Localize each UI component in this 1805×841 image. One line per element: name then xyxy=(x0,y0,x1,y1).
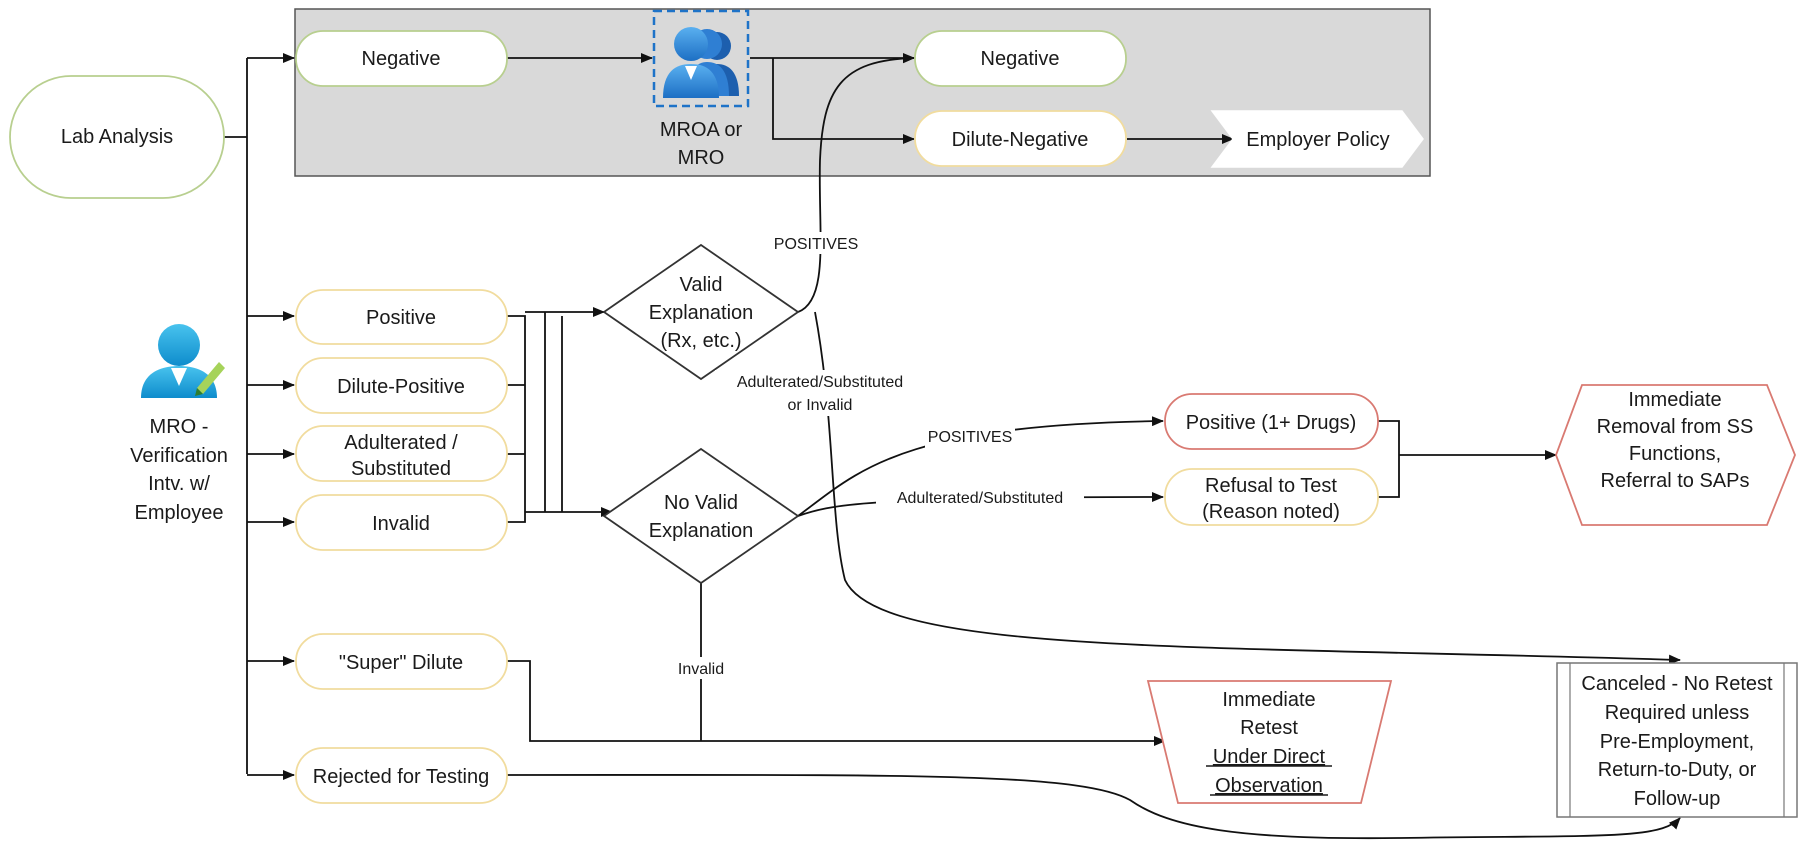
immediate-retest-label-4: Observation xyxy=(1215,775,1323,797)
adulterated-substituted-label-1: Adulterated / xyxy=(344,432,458,454)
positive-drugs-label: Positive (1+ Drugs) xyxy=(1186,412,1357,434)
refusal-to-test-node: Refusal to Test (Reason noted) xyxy=(1164,468,1379,526)
edge-label-adulterated-or-invalid-2: or Invalid xyxy=(788,397,853,414)
valid-explanation-label-3: (Rx, etc.) xyxy=(660,330,741,352)
people-group-icon xyxy=(663,27,739,98)
super-dilute-label: "Super" Dilute xyxy=(339,652,463,674)
edge-label-positives-upper: POSITIVES xyxy=(774,236,858,253)
no-valid-explanation-label-1: No Valid xyxy=(664,492,738,514)
lab-analysis-node: Lab Analysis xyxy=(9,75,225,199)
canceled-label-2: Required unless xyxy=(1605,702,1750,724)
negative-result-label: Negative xyxy=(981,48,1060,70)
immediate-removal-label-3: Functions, xyxy=(1629,443,1721,465)
svg-text:Verification: Verification xyxy=(130,445,228,467)
refusal-to-test-label-2: (Reason noted) xyxy=(1202,501,1340,523)
refusal-to-test-label-1: Refusal to Test xyxy=(1205,475,1337,497)
selection-box xyxy=(652,9,750,108)
dilute-negative-node: Dilute-Negative xyxy=(914,110,1127,167)
super-dilute-node: "Super" Dilute xyxy=(295,633,508,690)
dilute-negative-label: Dilute-Negative xyxy=(952,129,1089,151)
mroa-or-mro-label-2: MRO xyxy=(678,147,725,169)
canceled-label-3: Pre-Employment, xyxy=(1600,731,1755,753)
mroa-or-mro-node: MROA or MRO xyxy=(652,9,750,169)
edge-label-adulterated-substituted: Adulterated/Substituted xyxy=(897,490,1063,507)
edge-label-invalid: Invalid xyxy=(678,661,724,678)
valid-explanation-decision: Valid Explanation (Rx, etc.) xyxy=(602,243,800,381)
adulterated-substituted-node: Adulterated / Substituted xyxy=(295,425,508,482)
immediate-retest-label-1: Immediate xyxy=(1222,689,1315,711)
valid-explanation-label-1: Valid xyxy=(680,274,723,296)
svg-text:MRO -: MRO - xyxy=(150,416,209,438)
immediate-removal-node: Immediate Removal from SS Functions, Ref… xyxy=(1555,384,1796,526)
canceled-label-1: Canceled - No Retest xyxy=(1581,673,1773,695)
rejected-for-testing-node: Rejected for Testing xyxy=(295,747,508,804)
edge-label-positives-lower: POSITIVES xyxy=(928,429,1012,446)
immediate-removal-label-1: Immediate xyxy=(1628,389,1721,411)
mro-verification-label: MRO - Verification Intv. w/ Employee xyxy=(130,416,228,524)
dilute-positive-node: Dilute-Positive xyxy=(295,357,508,414)
lab-analysis-label: Lab Analysis xyxy=(61,126,173,148)
immediate-removal-label-2: Removal from SS xyxy=(1597,416,1754,438)
positive-label: Positive xyxy=(366,307,436,329)
immediate-retest-node: Immediate Retest Under Direct Observatio… xyxy=(1146,680,1393,804)
negative-lab-label: Negative xyxy=(362,48,441,70)
rejected-for-testing-label: Rejected for Testing xyxy=(313,766,489,788)
edge-labels: POSITIVES Adulterated/Substituted or Inv… xyxy=(667,232,1084,679)
employer-policy-node: Employer Policy xyxy=(1210,110,1424,168)
positive-node: Positive xyxy=(295,289,508,345)
positive-drugs-node: Positive (1+ Drugs) xyxy=(1164,393,1379,450)
invalid-node: Invalid xyxy=(295,494,508,551)
no-valid-explanation-decision: No Valid Explanation xyxy=(602,447,800,585)
edge-label-adulterated-or-invalid-1: Adulterated/Substituted xyxy=(737,374,903,391)
employer-policy-label: Employer Policy xyxy=(1246,129,1389,151)
no-valid-explanation-label-2: Explanation xyxy=(649,520,754,542)
canceled-label-4: Return-to-Duty, or xyxy=(1598,759,1757,781)
dilute-positive-label: Dilute-Positive xyxy=(337,376,465,398)
immediate-removal-label-4: Referral to SAPs xyxy=(1601,470,1750,492)
svg-text:Employee: Employee xyxy=(135,502,224,524)
immediate-retest-label-2: Retest xyxy=(1240,717,1298,739)
invalid-label: Invalid xyxy=(372,513,430,535)
canceled-node: Canceled - No Retest Required unless Pre… xyxy=(1556,662,1798,818)
immediate-retest-label-3: Under Direct xyxy=(1213,746,1326,768)
valid-explanation-label-2: Explanation xyxy=(649,302,754,324)
mroa-or-mro-label-1: MROA or xyxy=(660,119,743,141)
negative-result-node: Negative xyxy=(914,30,1127,87)
canceled-label-5: Follow-up xyxy=(1634,788,1721,810)
mro-verification-icon xyxy=(141,324,225,398)
svg-text:Intv. w/: Intv. w/ xyxy=(148,473,210,495)
adulterated-substituted-label-2: Substituted xyxy=(351,458,451,480)
negative-lab-node: Negative xyxy=(295,30,508,87)
